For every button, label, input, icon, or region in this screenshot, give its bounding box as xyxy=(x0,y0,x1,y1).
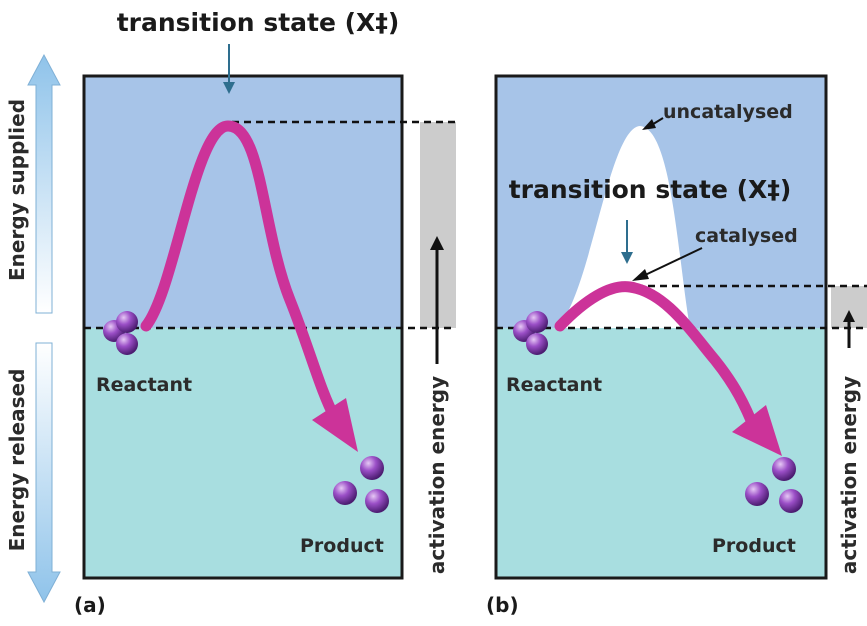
panel-a-ts-pointer-head xyxy=(223,82,235,94)
panel-b-reaction-path xyxy=(554,281,761,436)
panel-a-reaction-path xyxy=(140,120,341,424)
panel-b-letter: (b) xyxy=(486,593,519,617)
panel-b: uncatalysed transition state (X‡) cataly… xyxy=(486,74,867,617)
panel-a-reactant-molecule xyxy=(103,311,138,355)
panel-a-transition-state-label: transition state (X‡) xyxy=(117,8,400,37)
panel-a-reactant-label: Reactant xyxy=(96,374,192,396)
panel-a-product-molecule xyxy=(333,456,389,513)
panel-b-product-molecule xyxy=(745,457,803,513)
panel-b-activation-label: activation energy xyxy=(837,376,861,574)
panel-b-lower-region xyxy=(496,328,826,578)
energy-supplied-label: Energy supplied xyxy=(5,99,29,281)
panel-a-product-label: Product xyxy=(300,535,384,557)
energy-released-label: Energy released xyxy=(5,369,29,552)
panel-b-activation-arrow-head xyxy=(843,310,855,322)
panel-a-lower-region xyxy=(84,328,402,578)
panel-a-letter: (a) xyxy=(74,593,106,617)
panel-b-ts-pointer-head xyxy=(621,252,633,264)
panel-b-product-label: Product xyxy=(712,535,796,557)
energy-released-arrow xyxy=(27,342,61,604)
panel-b-catalysed-pointer xyxy=(642,247,703,277)
panel-a: transition state (X‡) Reactant Product a… xyxy=(74,8,456,617)
panel-b-uncatalysed-label: uncatalysed xyxy=(663,101,793,123)
panel-a-activation-arrow-head xyxy=(430,236,444,250)
panel-b-catalysed-label: catalysed xyxy=(695,225,798,247)
panel-a-activation-label: activation energy xyxy=(425,376,449,574)
panel-a-upper-region xyxy=(84,76,402,328)
energy-supplied-arrow xyxy=(27,53,61,314)
panel-b-catalysed-pointer-head xyxy=(632,269,649,281)
energy-side-arrow: Energy supplied Energy released xyxy=(5,53,61,604)
panel-a-path-arrowhead xyxy=(312,398,358,452)
panel-b-reactant-label: Reactant xyxy=(506,374,602,396)
panel-b-uncatalysed-peak xyxy=(556,126,690,328)
panel-b-reactant-molecule xyxy=(513,311,548,355)
panel-b-uncatalysed-pointer-head xyxy=(642,119,656,130)
panel-b-transition-state-label: transition state (X‡) xyxy=(509,175,792,204)
panel-b-path-arrowhead xyxy=(732,405,782,456)
